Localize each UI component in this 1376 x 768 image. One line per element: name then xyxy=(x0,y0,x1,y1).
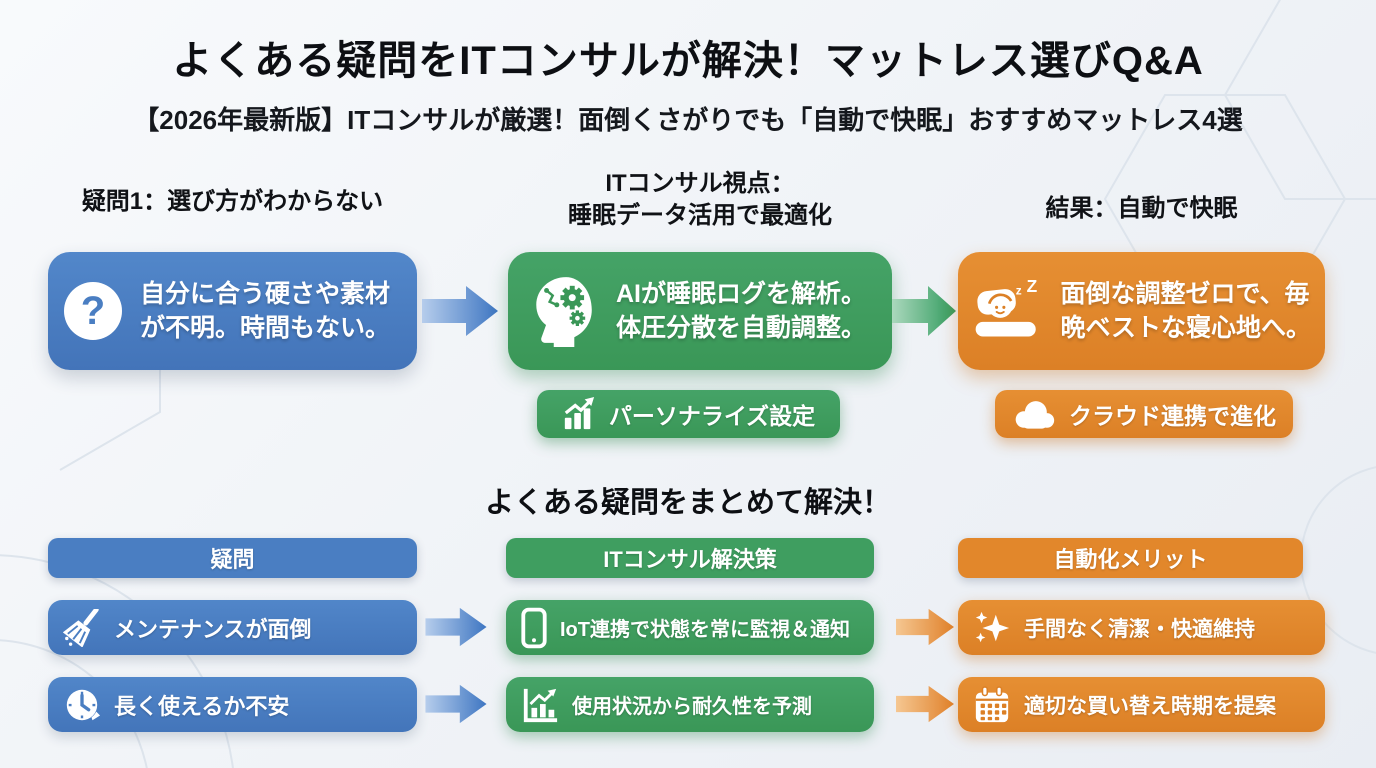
sleeping-person-icon: z Z xyxy=(975,277,1038,337)
calendar-icon xyxy=(973,685,1011,724)
row2-solution-cell: 使用状況から耐久性を予測 xyxy=(506,677,874,732)
broom-icon xyxy=(63,608,101,647)
clock-icon xyxy=(63,686,101,724)
column-header-benefit: 自動化メリット xyxy=(958,538,1303,578)
sparkles-icon xyxy=(973,609,1011,647)
question-card-text: 自分に合う硬さや素材 が不明。時間もない。 xyxy=(140,280,391,342)
personalize-badge-label: パーソナライズ設定 xyxy=(608,403,816,429)
arrow-right-green-icon xyxy=(892,286,956,336)
page-title: よくある疑問をITコンサルが解決！マットレス選びQ&A xyxy=(172,39,1204,83)
personalize-badge: パーソナライズ設定 xyxy=(537,390,840,438)
solution-card: AIが睡眠ログを解析。 体圧分散を自動調整。 xyxy=(508,252,892,370)
row1-question-label: メンテナンスが面倒 xyxy=(114,616,312,642)
column-header-solution: ITコンサル解決策 xyxy=(506,538,874,578)
row2-solution-label: 使用状況から耐久性を予測 xyxy=(572,696,812,718)
row2-question-cell: 長く使えるか不安 xyxy=(48,677,417,732)
solution-header-line1: ITコンサル視点： xyxy=(605,170,795,197)
solution-column-header: ITコンサル視点： 睡眠データ活用で最適化 xyxy=(508,168,892,231)
cloud-badge: クラウド連携で進化 xyxy=(995,390,1293,438)
smartphone-icon xyxy=(521,607,547,649)
ai-brain-icon xyxy=(536,277,592,347)
question-icon: ? xyxy=(64,282,122,340)
row1-solution-label: IoT連携で状態を常に監視＆通知 xyxy=(560,619,850,641)
svg-text:z: z xyxy=(1016,284,1022,298)
question-card: ? 自分に合う硬さや素材 が不明。時間もない。 xyxy=(48,252,417,370)
result-column-header: 結果：自動で快眠 xyxy=(1045,195,1238,222)
question-column-header: 疑問1：選び方がわからない xyxy=(81,188,384,215)
row1-solution-cell: IoT連携で状態を常に監視＆通知 xyxy=(506,600,874,655)
arrow-right-orange-icon xyxy=(896,608,954,646)
row2-benefit-label: 適切な買い替え時期を提案 xyxy=(1024,694,1276,718)
row2-question-label: 長く使えるか不安 xyxy=(114,693,290,719)
arrow-right-blue-icon xyxy=(425,684,487,724)
cloud-badge-label: クラウド連携で進化 xyxy=(1069,403,1276,429)
column-header-question: 疑問 xyxy=(48,538,417,578)
svg-text:Z: Z xyxy=(1027,277,1038,296)
solution-card-text: AIが睡眠ログを解析。 体圧分散を自動調整。 xyxy=(616,280,867,342)
result-card-text: 面倒な調整ゼロで、毎 晩ベストな寝心地へ。 xyxy=(1060,280,1311,342)
row1-question-cell: メンテナンスが面倒 xyxy=(48,600,417,655)
result-card: z Z 面倒な調整ゼロで、毎 晩ベストな寝心地へ。 xyxy=(958,252,1325,370)
summary-title: よくある疑問をまとめて解決！ xyxy=(484,487,891,519)
arrow-right-orange-icon xyxy=(896,685,954,723)
line-chart-icon xyxy=(521,686,559,724)
cloud-icon xyxy=(1015,401,1055,429)
arrow-right-blue-icon xyxy=(425,607,487,647)
page-subtitle: 【2026年最新版】ITコンサルが厳選！面倒くさがりでも「自動で快眠」おすすめマ… xyxy=(133,105,1243,135)
row2-benefit-cell: 適切な買い替え時期を提案 xyxy=(958,677,1325,732)
row1-benefit-label: 手間なく清潔・快適維持 xyxy=(1024,617,1255,641)
solution-header-line2: 睡眠データ活用で最適化 xyxy=(568,201,832,229)
arrow-right-blue-icon xyxy=(422,286,498,336)
growth-chart-icon xyxy=(564,397,594,430)
row1-benefit-cell: 手間なく清潔・快適維持 xyxy=(958,600,1325,655)
